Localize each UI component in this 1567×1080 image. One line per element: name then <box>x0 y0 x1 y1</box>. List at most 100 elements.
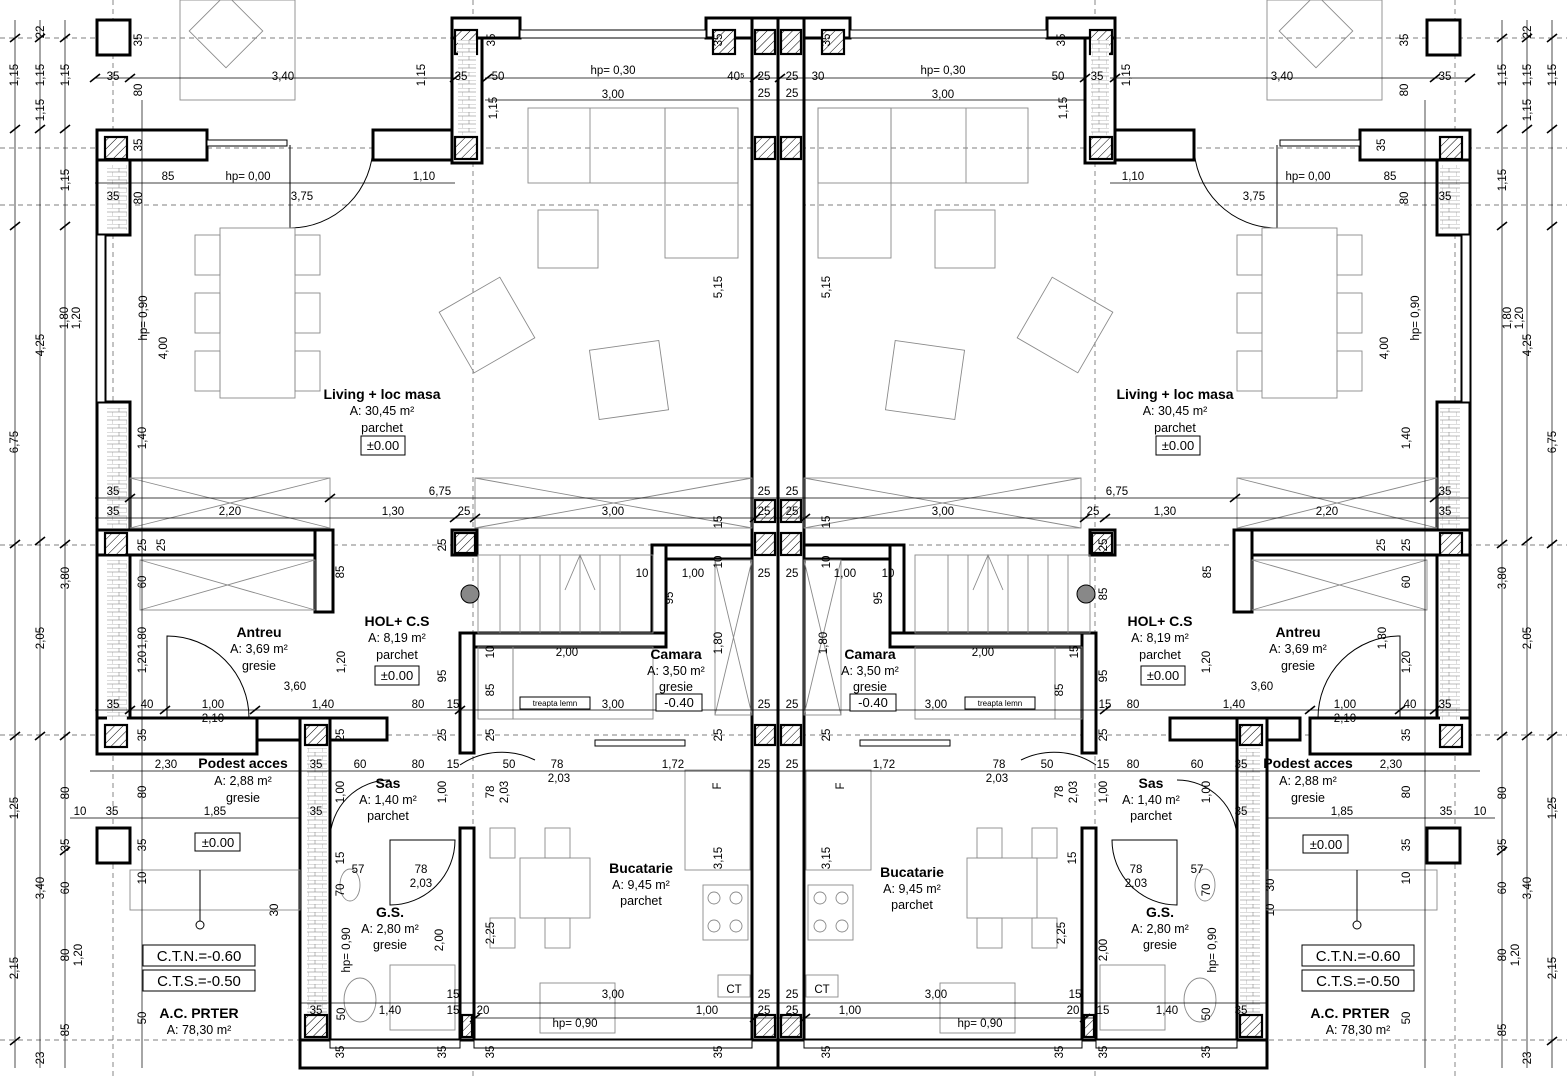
svg-text:gresie: gresie <box>659 680 693 694</box>
room-sas-left: Sas A: 1,40 m² parchet <box>359 775 417 823</box>
svg-text:35: 35 <box>1497 839 1509 852</box>
svg-text:gresie: gresie <box>1281 659 1315 673</box>
svg-text:85: 85 <box>162 171 175 183</box>
svg-text:60: 60 <box>1191 759 1204 771</box>
svg-text:15: 15 <box>821 516 833 529</box>
room-living-right: Living + loc masa A: 30,45 m² parchet ±0… <box>1116 386 1234 456</box>
svg-text:25: 25 <box>821 729 833 742</box>
svg-text:1,00: 1,00 <box>202 699 224 711</box>
svg-text:35: 35 <box>1376 139 1388 152</box>
svg-text:1,00: 1,00 <box>839 1005 861 1017</box>
svg-text:1,25: 1,25 <box>9 797 21 819</box>
svg-text:F: F <box>835 782 847 789</box>
svg-text:parchet: parchet <box>1130 809 1172 823</box>
svg-text:20: 20 <box>477 1005 490 1017</box>
svg-text:A: 3,69 m²: A: 3,69 m² <box>1269 642 1327 656</box>
svg-text:1,20: 1,20 <box>1201 651 1213 673</box>
svg-text:10: 10 <box>636 568 649 580</box>
grade-marks <box>195 870 1362 930</box>
svg-text:A: 9,45 m²: A: 9,45 m² <box>612 878 670 892</box>
svg-text:gresie: gresie <box>1143 938 1177 952</box>
svg-text:15: 15 <box>1067 852 1079 865</box>
svg-text:50: 50 <box>1401 1012 1413 1025</box>
svg-text:40⁵: 40⁵ <box>727 71 745 83</box>
room-gs-left: G.S. A: 2,80 m² gresie <box>361 904 419 952</box>
svg-text:A: 8,19 m²: A: 8,19 m² <box>1131 631 1189 645</box>
svg-text:80: 80 <box>412 699 425 711</box>
svg-text:25: 25 <box>786 568 799 580</box>
svg-text:2,03: 2,03 <box>1125 878 1147 890</box>
svg-text:10: 10 <box>1474 806 1487 818</box>
svg-text:3,40: 3,40 <box>1271 71 1293 83</box>
svg-text:1,30: 1,30 <box>1154 506 1176 518</box>
svg-text:70: 70 <box>335 884 347 897</box>
svg-text:4,00: 4,00 <box>158 337 170 359</box>
svg-text:3,80: 3,80 <box>1497 567 1509 589</box>
svg-text:25: 25 <box>786 759 799 771</box>
svg-text:hp= 0,00: hp= 0,00 <box>1285 171 1330 183</box>
svg-text:Camara: Camara <box>844 646 896 662</box>
svg-text:85: 85 <box>1202 566 1214 579</box>
svg-text:35: 35 <box>310 806 323 818</box>
svg-text:6,75: 6,75 <box>9 431 21 453</box>
room-camara-left: Camara A: 3,50 m² gresie -0.40 <box>647 646 705 712</box>
svg-text:1,30: 1,30 <box>382 506 404 518</box>
svg-text:1,20: 1,20 <box>336 651 348 673</box>
svg-text:Antreu: Antreu <box>1275 624 1320 640</box>
svg-text:1,15: 1,15 <box>416 64 428 86</box>
svg-text:3,60: 3,60 <box>284 681 306 693</box>
svg-text:1,20: 1,20 <box>73 944 85 966</box>
svg-text:25: 25 <box>758 71 771 83</box>
svg-text:25: 25 <box>758 506 771 518</box>
svg-text:Podest acces: Podest acces <box>1263 755 1353 771</box>
svg-text:5,15: 5,15 <box>713 276 725 298</box>
svg-text:35: 35 <box>133 139 145 152</box>
svg-text:80: 80 <box>133 84 145 97</box>
svg-text:hp= 0,90: hp= 0,90 <box>341 927 353 972</box>
svg-text:1,15: 1,15 <box>60 64 72 86</box>
furniture-right <box>803 107 1438 1034</box>
svg-text:G.S.: G.S. <box>376 904 404 920</box>
svg-text:35: 35 <box>137 839 149 852</box>
svg-text:A: 1,40 m²: A: 1,40 m² <box>359 793 417 807</box>
svg-text:35: 35 <box>821 1046 833 1059</box>
svg-text:60: 60 <box>137 576 149 589</box>
svg-text:35: 35 <box>1091 71 1104 83</box>
svg-text:35: 35 <box>1439 486 1452 498</box>
svg-text:gresie: gresie <box>226 791 260 805</box>
svg-text:35: 35 <box>713 34 725 47</box>
svg-text:1,25: 1,25 <box>1547 797 1559 819</box>
column-left <box>460 584 480 604</box>
svg-text:80: 80 <box>60 787 72 800</box>
svg-text:35: 35 <box>107 506 120 518</box>
svg-text:25: 25 <box>1098 539 1110 552</box>
room-bucatarie-left: Bucatarie A: 9,45 m² parchet <box>609 860 673 908</box>
svg-text:3,00: 3,00 <box>925 989 947 1001</box>
svg-text:35: 35 <box>1235 806 1248 818</box>
room-antreu-right: Antreu A: 3,69 m² gresie <box>1269 624 1327 673</box>
svg-text:1,85: 1,85 <box>204 806 226 818</box>
svg-text:2,25: 2,25 <box>1056 922 1068 944</box>
svg-text:hp= 0,90: hp= 0,90 <box>138 295 150 340</box>
site-info-right: C.T.N.=-0.60 C.T.S.=-0.50 A.C. PRTER A: … <box>1301 944 1415 1037</box>
svg-text:85: 85 <box>1384 171 1397 183</box>
svg-text:3,00: 3,00 <box>602 89 624 101</box>
svg-text:1,15: 1,15 <box>1522 99 1534 121</box>
svg-text:60: 60 <box>354 759 367 771</box>
svg-text:1,10: 1,10 <box>1122 171 1144 183</box>
room-bucatarie-right: Bucatarie A: 9,45 m² parchet <box>880 864 944 912</box>
svg-text:35: 35 <box>821 34 833 47</box>
svg-text:A: 8,19 m²: A: 8,19 m² <box>368 631 426 645</box>
svg-text:30: 30 <box>1265 879 1277 892</box>
svg-text:10: 10 <box>821 556 833 569</box>
svg-text:-0.40: -0.40 <box>858 695 888 710</box>
svg-text:A: 78,30 m²: A: 78,30 m² <box>1326 1023 1391 1037</box>
windows <box>96 29 1471 1049</box>
svg-text:35: 35 <box>137 729 149 742</box>
svg-text:15: 15 <box>447 1005 460 1017</box>
svg-text:A: 2,80 m²: A: 2,80 m² <box>361 922 419 936</box>
svg-text:parchet: parchet <box>376 648 418 662</box>
svg-text:Bucatarie: Bucatarie <box>880 864 944 880</box>
svg-text:35: 35 <box>1401 839 1413 852</box>
svg-text:25: 25 <box>758 989 771 1001</box>
